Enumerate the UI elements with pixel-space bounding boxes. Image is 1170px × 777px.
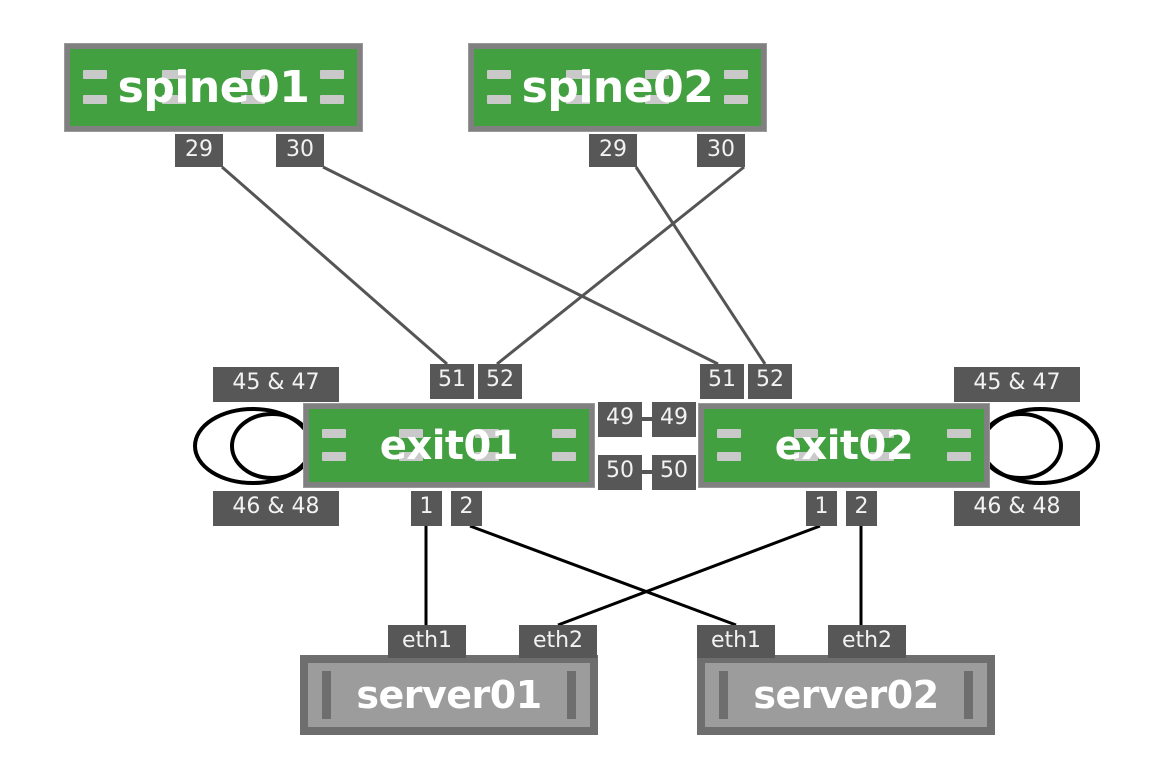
- node-body: exit01: [309, 409, 589, 482]
- port-tag-server02-eth2[interactable]: eth2: [828, 625, 906, 658]
- switch-port-dash: [83, 70, 107, 80]
- port-tag-exit01-50[interactable]: 50: [598, 455, 642, 490]
- switch-port-dash: [793, 428, 818, 438]
- switch-port-dash: [320, 70, 344, 80]
- switch-port-dash-row: [704, 452, 984, 462]
- switch-port-dash: [241, 94, 265, 104]
- port-tag-exit02-52[interactable]: 52: [748, 364, 792, 399]
- self-loop-exit01-loop-inner: [230, 412, 314, 480]
- switch-port-dash: [475, 452, 500, 462]
- switch-port-dash-row: [704, 428, 984, 438]
- switch-port-dash: [566, 70, 590, 80]
- switch-port-dash: [241, 70, 265, 80]
- switch-port-dash-row: [474, 70, 761, 80]
- node-body: spine01: [70, 49, 357, 126]
- port-tag-exit02-4648[interactable]: 46 & 48: [954, 491, 1080, 526]
- node-body: exit02: [704, 409, 984, 482]
- port-tag-exit01-4547[interactable]: 45 & 47: [213, 367, 339, 402]
- node-body: spine02: [474, 49, 761, 126]
- port-tag-exit02-1[interactable]: 1: [806, 491, 837, 526]
- switch-port-dash: [487, 70, 511, 80]
- node-label: server01: [356, 673, 542, 717]
- switch-port-dash: [717, 428, 741, 438]
- switch-port-dash: [551, 452, 576, 462]
- port-tag-exit01-4648[interactable]: 46 & 48: [213, 491, 339, 526]
- port-tag-exit02-51[interactable]: 51: [700, 364, 744, 399]
- switch-port-dash: [724, 70, 748, 80]
- server-drive-bay: [322, 670, 332, 720]
- switch-port-dash: [320, 94, 344, 104]
- link-exit01-2__server02-eth1: [469, 524, 737, 627]
- switch-port-dash-row: [309, 452, 589, 462]
- port-tag-exit02-2[interactable]: 2: [846, 491, 877, 526]
- node-label: exit01: [379, 422, 519, 469]
- port-tag-exit01-52[interactable]: 52: [478, 364, 522, 399]
- server-drive-bay: [963, 670, 973, 720]
- port-tag-exit02-49[interactable]: 49: [652, 402, 696, 437]
- port-tag-spine01-29[interactable]: 29: [175, 134, 223, 167]
- switch-port-dash: [487, 94, 511, 104]
- switch-port-dash: [946, 452, 971, 462]
- switch-node-exit01[interactable]: exit01: [303, 403, 595, 488]
- self-loop-exit02-loop-inner: [979, 412, 1063, 480]
- switch-port-dash: [398, 428, 423, 438]
- link-group: [221, 165, 863, 627]
- port-tag-server02-eth1[interactable]: eth1: [697, 625, 775, 658]
- switch-port-dash: [322, 452, 346, 462]
- server-node-server02[interactable]: server02: [697, 655, 995, 735]
- switch-port-dash: [551, 428, 576, 438]
- port-tag-exit01-49[interactable]: 49: [598, 402, 642, 437]
- node-label: server02: [753, 673, 939, 717]
- switch-port-dash: [870, 428, 895, 438]
- switch-port-dash-row: [309, 428, 589, 438]
- node-body: server02: [705, 663, 987, 727]
- node-label: spine01: [117, 61, 310, 113]
- port-tag-spine01-30[interactable]: 30: [276, 134, 324, 167]
- switch-node-spine02[interactable]: spine02: [468, 43, 767, 132]
- switch-port-dash: [724, 94, 748, 104]
- node-label: exit02: [774, 422, 914, 469]
- switch-node-exit02[interactable]: exit02: [698, 403, 990, 488]
- link-spine01-29__exit01-51: [221, 165, 448, 366]
- port-tag-spine02-30[interactable]: 30: [697, 134, 745, 167]
- switch-port-dash: [717, 452, 741, 462]
- server-node-server01[interactable]: server01: [300, 655, 598, 735]
- port-tag-server01-eth2[interactable]: eth2: [519, 625, 597, 658]
- server-drive-bay: [719, 670, 729, 720]
- node-label: spine02: [521, 61, 714, 113]
- link-spine02-29__exit02-52: [634, 166, 767, 365]
- switch-port-dash: [645, 70, 669, 80]
- switch-port-dash: [946, 428, 971, 438]
- link-spine02-30__exit01-52: [496, 165, 745, 366]
- node-body: server01: [308, 663, 590, 727]
- link-exit02-2__server01-eth2: [557, 524, 821, 627]
- link-spine01-30__exit02-51: [322, 165, 719, 366]
- switch-port-dash-row: [70, 94, 357, 104]
- port-tag-exit02-50[interactable]: 50: [652, 455, 696, 490]
- switch-port-dash-row: [474, 94, 761, 104]
- port-tag-spine02-29[interactable]: 29: [589, 134, 637, 167]
- port-tag-exit01-1[interactable]: 1: [411, 491, 442, 526]
- switch-port-dash: [793, 452, 818, 462]
- switch-port-dash: [566, 94, 590, 104]
- switch-port-dash: [322, 428, 346, 438]
- switch-port-dash: [475, 428, 500, 438]
- switch-port-dash: [162, 94, 186, 104]
- port-tag-exit01-51[interactable]: 51: [430, 364, 474, 399]
- switch-node-spine01[interactable]: spine01: [64, 43, 363, 132]
- switch-port-dash-row: [70, 70, 357, 80]
- switch-port-dash: [870, 452, 895, 462]
- switch-port-dash: [83, 94, 107, 104]
- switch-port-dash: [645, 94, 669, 104]
- port-tag-server01-eth1[interactable]: eth1: [388, 625, 466, 658]
- port-tag-exit01-2[interactable]: 2: [451, 491, 482, 526]
- switch-port-dash: [398, 452, 423, 462]
- switch-port-dash: [162, 70, 186, 80]
- port-tag-exit02-4547[interactable]: 45 & 47: [954, 367, 1080, 402]
- server-drive-bay: [566, 670, 576, 720]
